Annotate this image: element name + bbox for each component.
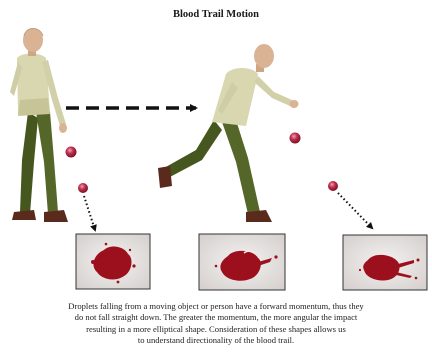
caption-line: resulting in a more elliptical shape. Co… <box>2 324 430 335</box>
blood-droplet <box>78 183 88 193</box>
walking-man-figure <box>10 28 68 222</box>
caption-line: Droplets falling from a moving object or… <box>2 301 430 312</box>
caption-line: do not fall straight down. The greater t… <box>2 312 430 323</box>
caption-line: to understand directionality of the bloo… <box>2 335 430 346</box>
blood-stain-photo <box>199 234 285 290</box>
trajectory-arrow <box>338 193 372 228</box>
blood-droplet <box>290 133 301 144</box>
blood-droplet <box>328 181 338 191</box>
trajectory-arrow <box>84 196 95 230</box>
blood-stain-photo <box>76 234 150 289</box>
blood-droplet <box>66 147 77 158</box>
blood-stain-photo <box>343 235 427 290</box>
running-man-figure <box>158 44 299 222</box>
figure-caption: Droplets falling from a moving object or… <box>2 301 430 346</box>
